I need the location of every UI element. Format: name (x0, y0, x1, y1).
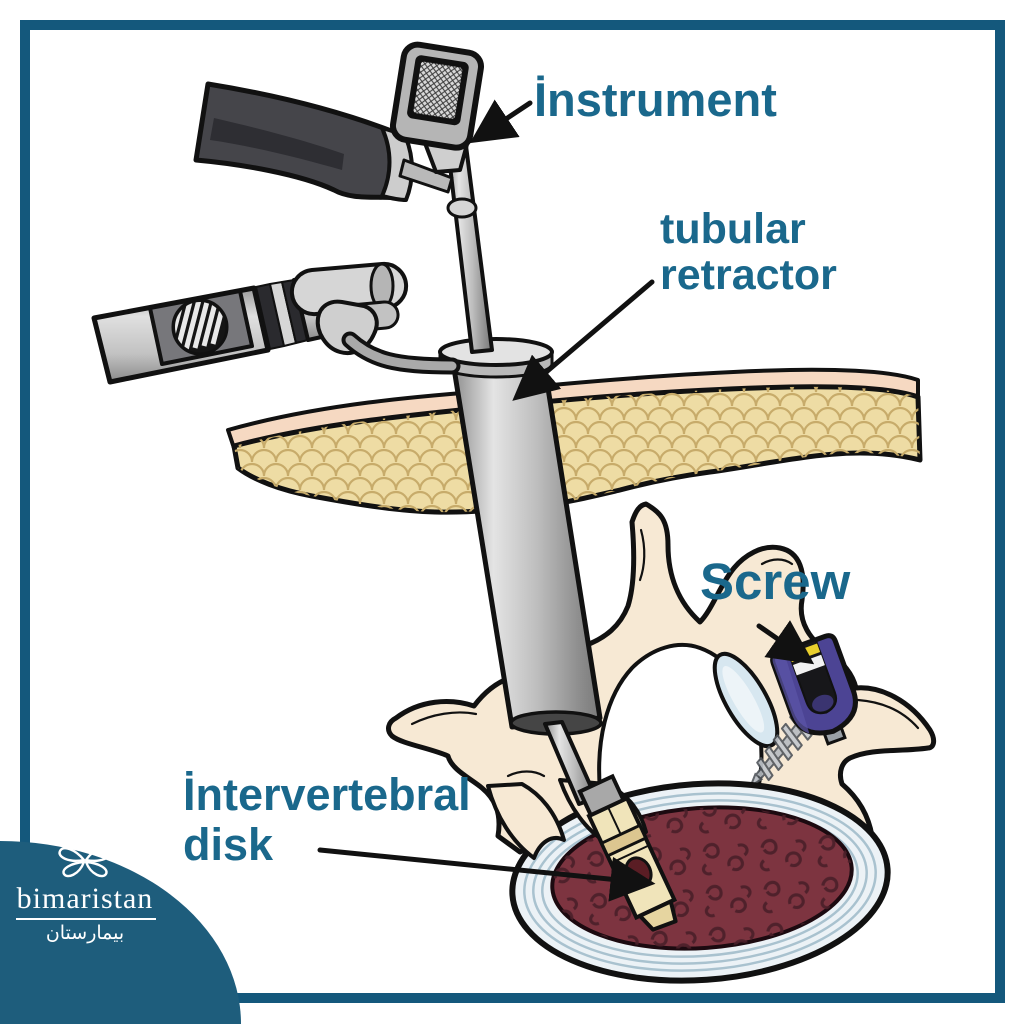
logo-name-arabic: بيمارستان (45, 922, 125, 944)
intervertebral-disk-label: İntervertebral disk (183, 770, 471, 870)
intervertebral-disk-arrow (317, 847, 656, 902)
instrument-handle (193, 81, 454, 202)
screw-arrow (756, 620, 815, 665)
tubular-retractor-line (512, 279, 655, 401)
instrument-arrow (469, 99, 533, 144)
screw-label: Screw (700, 553, 851, 610)
handle-stripe (210, 118, 344, 170)
l-rod (345, 335, 457, 371)
rod-collar (446, 197, 478, 219)
clamp-collar (255, 279, 309, 350)
page-border-frame (20, 20, 1005, 1003)
intervertebral-disk-label-line1: İntervertebral (183, 769, 471, 820)
instrument-label: İnstrument (534, 73, 777, 126)
fat-texture (234, 386, 920, 513)
tubular-retractor-tube (438, 128, 603, 736)
logo-name: bimaristan (16, 882, 154, 915)
pointer-arrows (317, 99, 815, 902)
facet-surface (712, 651, 780, 749)
butterfly-icon (58, 846, 112, 878)
tubular-retractor-label-line1: tubular (660, 205, 806, 253)
instrument-head (389, 41, 484, 174)
clamp-arm-instrument (91, 261, 461, 385)
logo-underline (16, 918, 156, 920)
bone-crack-lines (410, 528, 920, 778)
tubular-retractor-label: tubular retractor (660, 206, 837, 298)
tubular-retractor-label-line2: retractor (660, 251, 837, 299)
intervertebral-disk-label-line2: disk (183, 819, 274, 870)
skin-fat-layer (226, 367, 923, 515)
bimaristan-logo: bimaristan بيمارستان (0, 841, 241, 1024)
